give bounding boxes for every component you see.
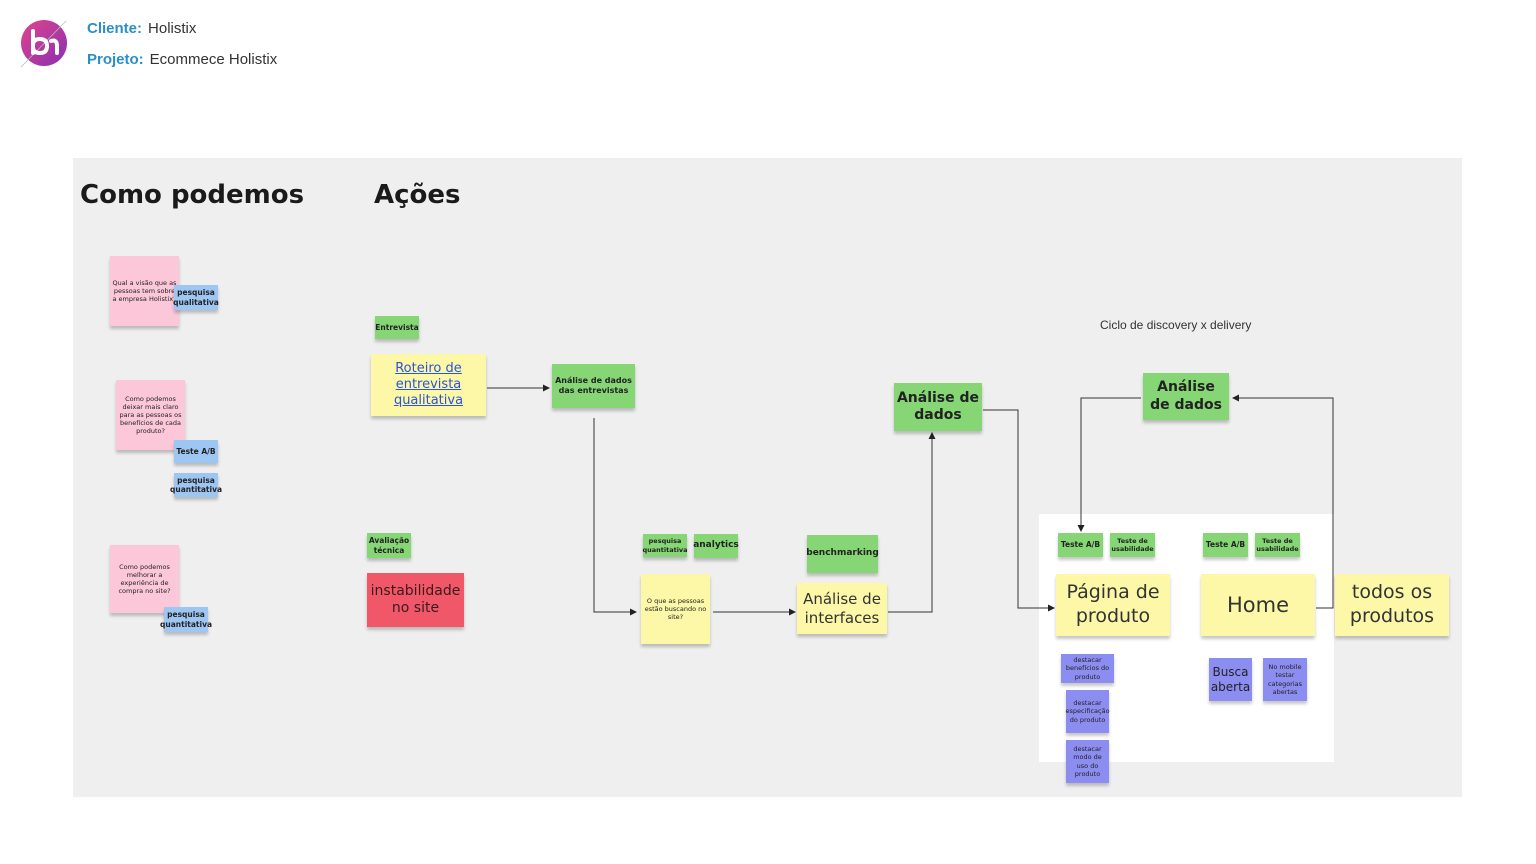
sticky-note-pesquisa-quant[interactable]: pesquisa quantitativa — [642, 534, 688, 557]
sticky-note-destacar-modo-uso[interactable]: destacar modo de uso do produto — [1066, 740, 1109, 783]
sticky-note-question-experiencia[interactable]: Como podemos melhorar a experiência de c… — [110, 545, 179, 613]
sticky-note-o-que-buscando[interactable]: O que as pessoas estão buscando no site? — [641, 574, 710, 644]
client-line: Cliente: Holistix — [87, 20, 196, 37]
sticky-note-teste-ab-1[interactable]: Teste A/B — [1058, 533, 1103, 557]
roteiro-link-line2[interactable]: entrevista — [395, 376, 462, 392]
roteiro-link-line3[interactable]: qualitativa — [393, 393, 464, 409]
cycle-caption: Ciclo de discovery x delivery — [1100, 318, 1252, 332]
sticky-note-question-visao[interactable]: Qual a visão que as pessoas tem sobre a … — [110, 256, 179, 326]
sticky-note-mobile-categorias[interactable]: No mobile testar categorias abertas — [1263, 658, 1307, 701]
brand-logo-icon — [19, 19, 69, 69]
sticky-note-benchmarking[interactable]: benchmarking — [806, 535, 879, 573]
sticky-note-home[interactable]: Home — [1201, 574, 1315, 636]
sticky-note-analise-interfaces[interactable]: Análise de interfaces — [797, 583, 887, 634]
sticky-note-tag-teste-ab[interactable]: Teste A/B — [174, 440, 218, 463]
sticky-note-tag-quantitativa[interactable]: pesquisa quantitativa — [170, 473, 222, 497]
sticky-note-entrevista[interactable]: Entrevista — [375, 316, 419, 339]
project-label: Projeto: — [87, 51, 144, 68]
client-label: Cliente: — [87, 20, 143, 37]
sticky-note-tag-qualitativa[interactable]: pesquisa qualitativa — [173, 285, 219, 310]
sticky-note-teste-ab-2[interactable]: Teste A/B — [1203, 533, 1248, 557]
sticky-note-question-beneficios[interactable]: Como podemos deixar mais claro para as p… — [116, 380, 185, 450]
sticky-note-teste-usabilidade-1[interactable]: Teste de usabilidade — [1110, 533, 1155, 557]
sticky-note-analise-dados-1[interactable]: Análise de dados — [894, 383, 982, 431]
sticky-note-avaliacao-tecnica[interactable]: Avaliação técnica — [367, 533, 411, 558]
sticky-note-destacar-especificacao[interactable]: destacar especificação do produto — [1065, 690, 1110, 733]
sticky-note-roteiro[interactable]: Roteiro de entrevista qualitativa — [371, 354, 486, 416]
sticky-note-teste-usabilidade-2[interactable]: Teste de usabilidade — [1255, 533, 1300, 557]
sticky-note-tag-quantitativa-2[interactable]: pesquisa quantitativa — [160, 607, 212, 632]
roteiro-link-line1[interactable]: Roteiro de — [395, 360, 462, 376]
sticky-note-analise-entrevistas[interactable]: Análise de dados das entrevistas — [552, 364, 635, 408]
client-value: Holistix — [148, 20, 197, 37]
sticky-note-analytics[interactable]: analytics — [693, 534, 739, 558]
heading-como-podemos: Como podemos — [80, 180, 305, 210]
sticky-note-busca-aberta[interactable]: Busca aberta — [1209, 658, 1252, 701]
heading-acoes: Ações — [374, 180, 461, 210]
sticky-note-analise-dados-2[interactable]: Análise de dados — [1143, 373, 1229, 420]
project-line: Projeto: Ecommece Holistix — [87, 51, 277, 68]
sticky-note-pagina-produto[interactable]: Página de produto — [1056, 574, 1170, 636]
sticky-note-destacar-beneficios[interactable]: destacar benefícios do produto — [1061, 654, 1114, 683]
project-value: Ecommece Holistix — [149, 51, 278, 68]
sticky-note-instabilidade[interactable]: instabilidade no site — [367, 573, 464, 627]
sticky-note-todos-produtos[interactable]: todos os produtos — [1335, 574, 1449, 636]
